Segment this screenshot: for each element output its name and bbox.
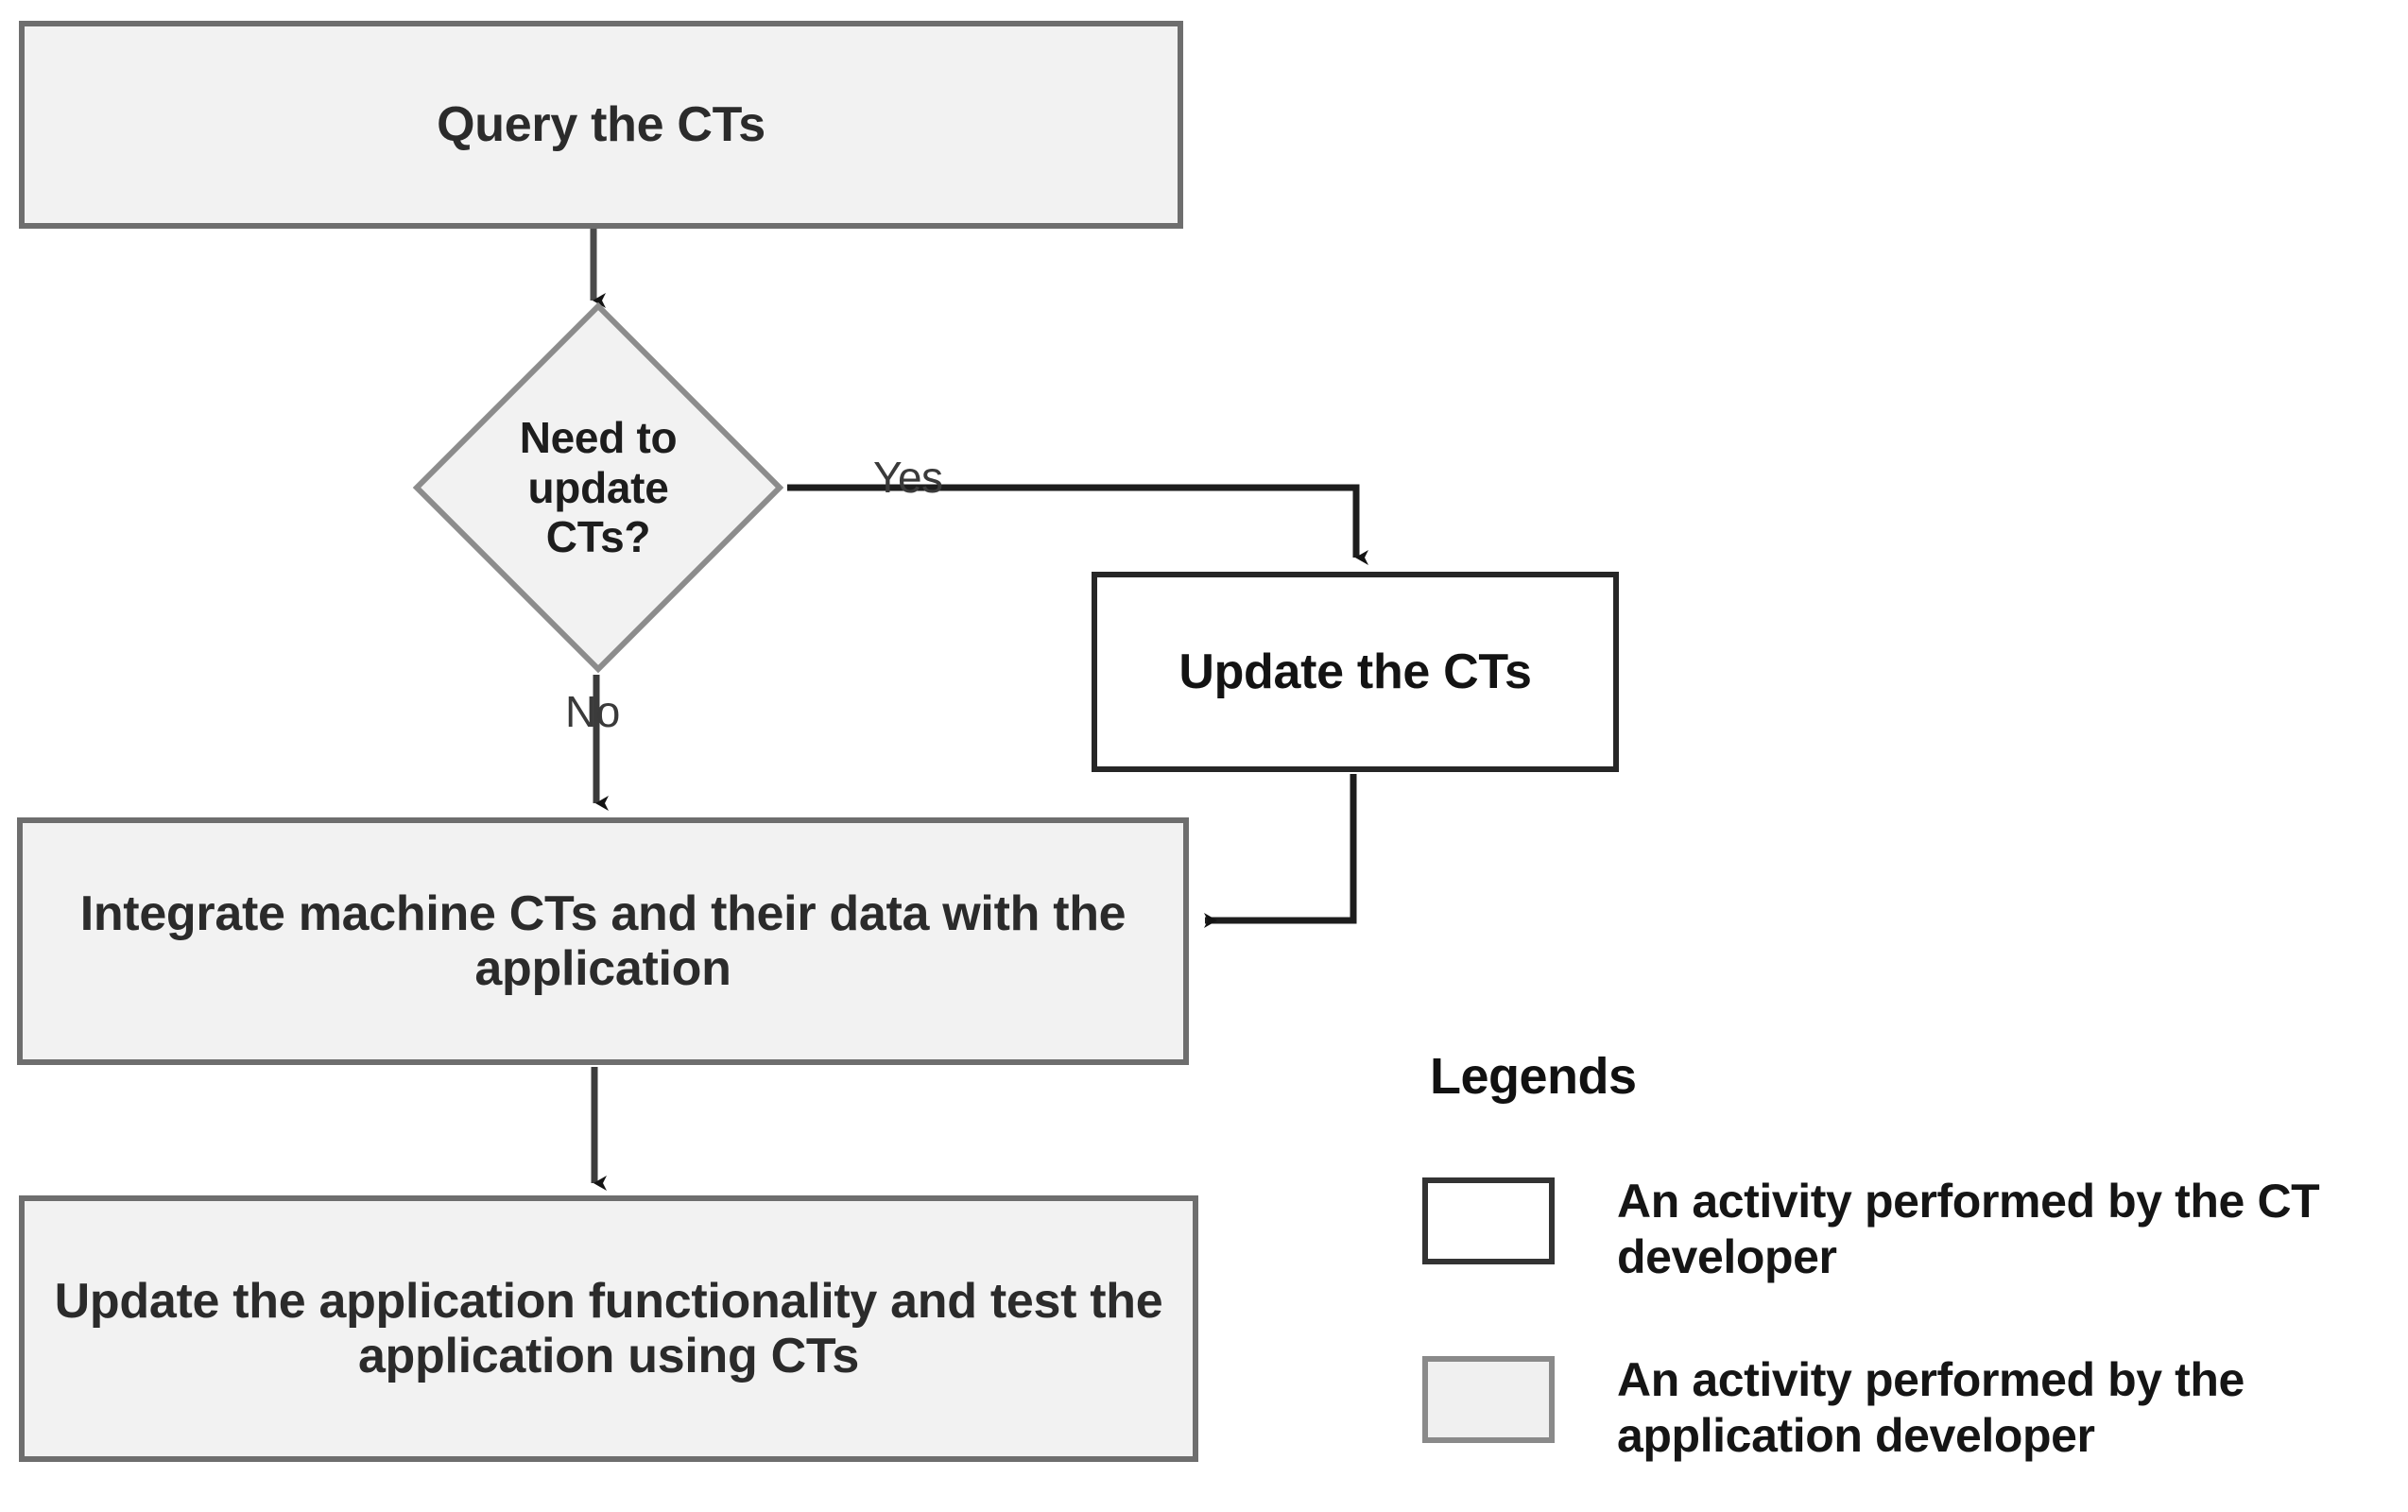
legend-label-application-developer: An activity performed by the application… bbox=[1617, 1353, 2245, 1462]
decision-label-line-2: update bbox=[527, 462, 669, 512]
decision-label-line-1: Need to bbox=[519, 412, 678, 462]
node-update-the-cts[interactable]: Update the CTs bbox=[1092, 572, 1619, 772]
node-need-to-update-cts-label: Need to update CTs? bbox=[411, 301, 785, 675]
legend-title: Legends bbox=[1430, 1048, 1637, 1105]
node-integrate-machine-cts-label: Integrate machine CTs and their data wit… bbox=[79, 885, 1127, 996]
edge-decision-yes-to-update-cts bbox=[787, 484, 1368, 565]
node-query-the-cts-label: Query the CTs bbox=[437, 96, 765, 152]
node-query-the-cts[interactable]: Query the CTs bbox=[19, 21, 1183, 229]
edge-label-no: No bbox=[565, 687, 620, 736]
legend-swatch-white bbox=[1422, 1177, 1555, 1264]
node-update-the-cts-label: Update the CTs bbox=[1178, 644, 1532, 699]
legend-item-ct-developer: An activity performed by the CT develope… bbox=[1422, 1174, 2386, 1284]
legend-label-ct-developer: An activity performed by the CT develope… bbox=[1617, 1175, 2320, 1283]
node-update-application-functionality-label: Update the application functionality and… bbox=[54, 1273, 1163, 1383]
legend: Legends An activity performed by the CT … bbox=[1422, 1047, 2386, 1512]
legend-item-application-developer: An activity performed by the application… bbox=[1422, 1352, 2386, 1463]
edge-update-cts-to-integrate bbox=[1204, 774, 1357, 928]
node-update-application-functionality[interactable]: Update the application functionality and… bbox=[19, 1195, 1198, 1462]
decision-label-line-3: CTs? bbox=[545, 512, 651, 562]
node-integrate-machine-cts[interactable]: Integrate machine CTs and their data wit… bbox=[17, 817, 1189, 1065]
legend-swatch-gray bbox=[1422, 1356, 1555, 1443]
edge-label-yes: Yes bbox=[873, 453, 943, 502]
node-need-to-update-cts[interactable]: Need to update CTs? bbox=[411, 301, 785, 675]
diamond-shape bbox=[412, 301, 784, 674]
